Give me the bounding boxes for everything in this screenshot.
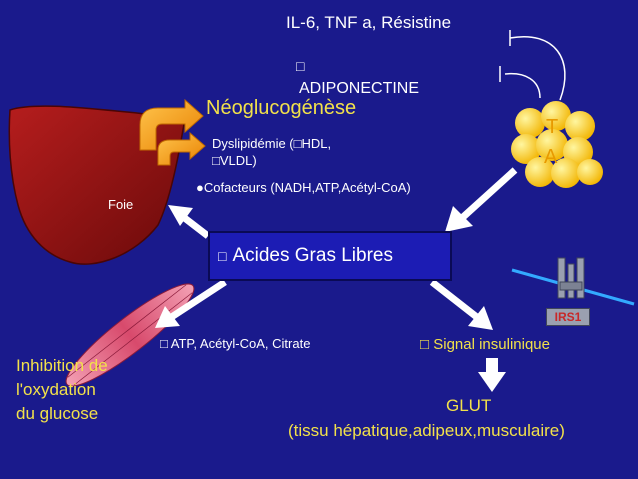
free-fatty-acids-marker: □ (218, 248, 227, 264)
glucose-oxidation-line1: Inhibition de (16, 356, 108, 375)
adipose-label-t: T (546, 116, 559, 138)
glucose-oxidation-line2: l'oxydation (16, 380, 96, 399)
cofactors-label: ●Cofacteurs (NADH,ATP,Acétyl-CoA) (196, 180, 411, 195)
muscle-fiber (65, 283, 195, 387)
atp-citrate-label: □ ATP, Acétyl-CoA, Citrate (160, 336, 311, 351)
adipose-tissue-cluster (511, 101, 603, 188)
cytokines-label: IL-6, TNF a, Résistine (286, 13, 452, 32)
adiponectin-label: ADIPONECTINE (299, 80, 420, 97)
insulin-signal-label: □ Signal insulinique (420, 336, 550, 353)
orange-arrow-dyslipidemia (157, 131, 206, 166)
irs1-label: IRS1 (554, 310, 582, 324)
dyslipidemia-line2: □VLDL) (212, 153, 257, 168)
white-arrows (155, 167, 518, 392)
free-fatty-acids-label: Acides Gras Libres (232, 245, 393, 266)
orange-arrow-neoglucogenesis (139, 98, 204, 151)
tissues-label: (tissu hépatique,adipeux,musculaire) (288, 421, 565, 440)
liver-shape (8, 105, 186, 265)
free-fatty-acids-box: □ Acides Gras Libres (208, 231, 452, 281)
glucose-oxidation-line3: du glucose (16, 404, 99, 423)
inhibition-curves (499, 30, 566, 101)
adiponectin-marker: □ (296, 58, 305, 74)
liver-label: Foie (108, 197, 134, 212)
neoglucogenesis-label: Néoglucogénèse (206, 97, 357, 119)
adipose-label-a: A (544, 146, 558, 168)
insulin-receptor (511, 257, 635, 306)
irs1-badge: IRS1 (546, 308, 590, 326)
glut-label: GLUT (446, 396, 492, 415)
dyslipidemia-line1: Dyslipidémie (□HDL, (212, 136, 332, 151)
